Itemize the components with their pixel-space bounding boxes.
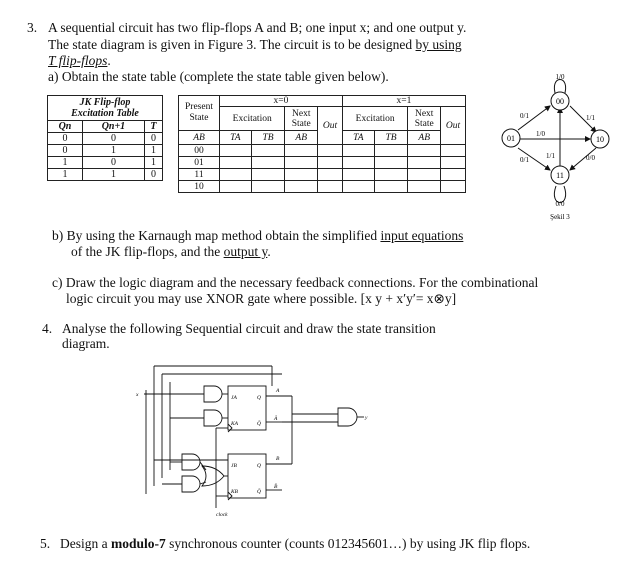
label-b: B [276, 456, 280, 462]
label-00-10: 1/1 [586, 114, 595, 122]
label-11-00: 1/1 [546, 152, 555, 160]
and-gate-4 [181, 475, 201, 493]
q3-part-b-line2: of the JK flip-flops, and the output y. [71, 244, 271, 259]
state-diagram: 00 01 10 11 1/0 0/1 1/1 1/0 0/1 1/1 0/0 … [501, 73, 610, 221]
state-node-11: 11 [550, 165, 570, 185]
table-row: 11 [178, 168, 466, 181]
and-gate-3 [181, 453, 201, 471]
tb-label: TB [373, 130, 409, 145]
label-clock: clock [216, 512, 228, 518]
tb-label: TB [250, 130, 286, 145]
svg-text:11: 11 [556, 171, 564, 180]
q3-line3: T flip-flops. [48, 53, 111, 68]
q3-part-a: a) Obtain the state table (complete the … [48, 69, 389, 84]
flip-flop-b [227, 453, 267, 499]
flip-flop-a [227, 385, 267, 431]
q5-number: 5. [40, 536, 51, 551]
edge-00-10 [569, 105, 597, 133]
ab-label: AB [284, 130, 319, 145]
label-y: y [364, 415, 368, 421]
svg-text:10: 10 [596, 135, 604, 144]
ta-label: TA [219, 130, 252, 145]
x1-header: x=1 [341, 95, 467, 107]
q4-line1: Analyse the following Sequential circuit… [62, 321, 436, 336]
label-ka: KA [230, 421, 239, 427]
out-header-x1: Out [440, 106, 466, 145]
label-a-bar: Ā [273, 415, 278, 422]
q5-text: Design a modulo-7 synchronous counter (c… [60, 536, 531, 551]
q3-part-c-line1: c) Draw the logic diagram and the necess… [52, 275, 539, 290]
ab-label: AB [407, 130, 442, 145]
label-01-11: 0/1 [520, 156, 529, 164]
edge-01-11 [517, 147, 551, 171]
label-01-10: 1/0 [536, 130, 545, 138]
label-ja: JA [231, 395, 237, 401]
q3-line1: A sequential circuit has two flip-flops … [48, 20, 467, 35]
q3-part-b-line1: b) By using the Karnaugh map method obta… [52, 228, 464, 243]
q3-number: 3. [27, 20, 38, 35]
and-gate-1 [203, 385, 223, 403]
circuit-x-label: x [135, 392, 139, 398]
svg-text:01: 01 [507, 134, 515, 143]
state-node-10: 10 [590, 129, 610, 149]
sequential-circuit: x JA KA Q Q̄ JB KB Q Q̄ A Ā B B̄ y clock [135, 365, 368, 518]
q3-line2: The state diagram is given in Figure 3. … [48, 37, 462, 52]
label-b-bar: B̄ [274, 483, 278, 490]
output-and-gate [337, 407, 358, 427]
q4-line2: diagram. [62, 336, 110, 351]
ab-label: AB [178, 130, 220, 145]
label-kb: KB [230, 489, 239, 495]
label-jb: JB [231, 463, 237, 469]
ta-label: TA [341, 130, 375, 145]
col-qn1: Qn+1 [81, 120, 145, 133]
label-a: A [275, 388, 280, 394]
table-row: 10 [178, 180, 466, 193]
or-gate [201, 465, 225, 487]
state-node-01: 01 [501, 128, 521, 148]
self-loop-00 [553, 79, 567, 97]
x0-header: x=0 [219, 95, 343, 107]
label-loop-11: 0/0 [556, 200, 565, 208]
label-qa: Q [257, 395, 261, 401]
edge-10-11 [569, 147, 597, 171]
table-row: 00 [178, 144, 466, 157]
label-loop-00: 1/0 [556, 73, 565, 81]
q4-number: 4. [42, 321, 53, 336]
svg-text:00: 00 [556, 97, 564, 106]
label-qb-bar: Q̄ [257, 488, 261, 495]
col-t: T [143, 120, 164, 133]
excitation-header: Excitation [218, 106, 286, 131]
state-node-00: 00 [550, 91, 570, 111]
label-qa-bar: Q̄ [257, 420, 261, 427]
and-gate-2 [203, 409, 223, 427]
col-qn: Qn [47, 120, 83, 133]
table-row: 01 [178, 156, 466, 169]
self-loop-11 [553, 185, 567, 203]
label-01-00: 0/1 [520, 112, 529, 120]
label-10-11: 0/0 [586, 154, 595, 162]
excitation-header-x1: Excitation [341, 106, 409, 131]
figure-caption: Şekil 3 [550, 213, 570, 221]
label-qb: Q [257, 463, 261, 469]
edge-01-00 [517, 105, 551, 131]
q3-part-c-line2: logic circuit you may use XNOR gate wher… [66, 291, 457, 306]
out-header: Out [317, 106, 343, 145]
